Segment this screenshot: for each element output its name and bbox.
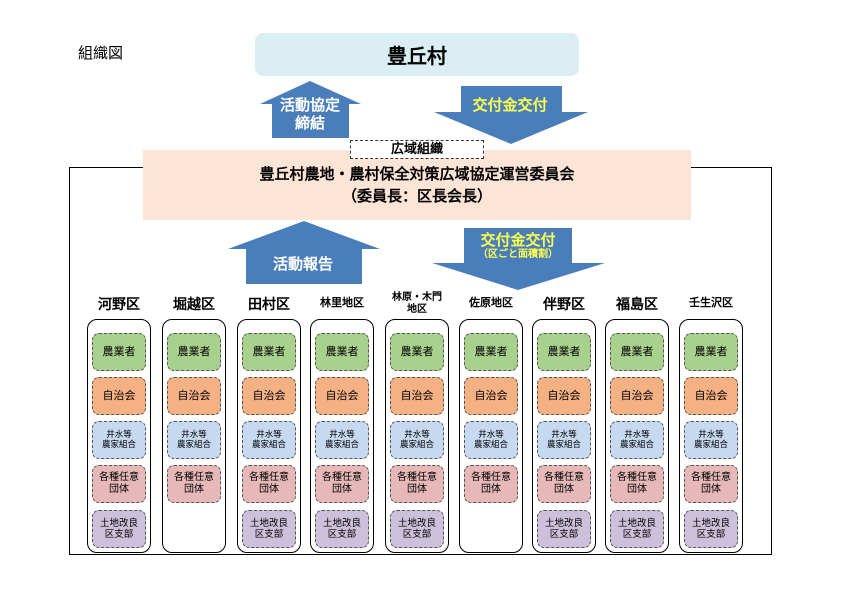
org-box-council: 自治会 (242, 377, 296, 415)
org-box-farmers: 農業者 (537, 333, 591, 371)
district-name: 堀越区 (173, 297, 215, 313)
org-box-farmers: 農業者 (464, 333, 518, 371)
org-box-land: 土地改良 区支部 (92, 510, 146, 548)
org-box-water: 井水等 農家組合 (684, 421, 738, 459)
org-box-groups: 各種任意 団体 (464, 465, 518, 503)
org-box-groups: 各種任意 団体 (610, 465, 664, 503)
org-box-land: 土地改良 区支部 (684, 510, 738, 548)
org-box-farmers: 農業者 (167, 333, 221, 371)
org-box-groups: 各種任意 団体 (242, 465, 296, 503)
up-arrow-agreement (260, 81, 361, 138)
org-box-water: 井水等 農家組合 (92, 421, 146, 459)
district-name: 林原・木門 地区 (392, 292, 442, 315)
org-box-groups: 各種任意 団体 (92, 465, 146, 503)
page-title: 組織図 (78, 44, 124, 62)
org-box-council: 自治会 (92, 377, 146, 415)
district-name: 河野区 (98, 297, 140, 313)
org-box-land: 土地改良 区支部 (242, 510, 296, 548)
grant-district-text: 交付金交付 （区ごと面積割） (478, 231, 558, 260)
org-box-water: 井水等 農家組合 (167, 421, 221, 459)
village-name: 豊丘村 (387, 44, 447, 68)
report-text: 活動報告 (272, 255, 333, 273)
org-box-water: 井水等 農家組合 (315, 421, 369, 459)
org-box-land: 土地改良 区支部 (537, 510, 591, 548)
district-name: 田村区 (248, 297, 290, 313)
org-box-council: 自治会 (684, 377, 738, 415)
org-box-farmers: 農業者 (610, 333, 664, 371)
org-box-council: 自治会 (537, 377, 591, 415)
org-box-farmers: 農業者 (315, 333, 369, 371)
org-box-farmers: 農業者 (92, 333, 146, 371)
district-column: 農業者自治会井水等 農家組合各種任意 団体 (162, 319, 226, 553)
org-box-groups: 各種任意 団体 (167, 465, 221, 503)
org-box-farmers: 農業者 (390, 333, 444, 371)
agreement-text: 活動協定 締結 (279, 96, 340, 132)
committee-box: 豊丘村農地・農村保全対策広域協定運営委員会 （委員長：区長会長） (143, 150, 691, 220)
committee-name: 豊丘村農地・農村保全対策広域協定運営委員会 (259, 164, 575, 183)
district-name: 伴野区 (543, 297, 585, 313)
down-arrow-grant (434, 86, 588, 144)
committee-chair: （委員長：区長会長） (341, 187, 492, 205)
org-box-farmers: 農業者 (684, 333, 738, 371)
grant-top-text: 交付金交付 (472, 96, 548, 114)
org-box-farmers: 農業者 (242, 333, 296, 371)
org-box-water: 井水等 農家組合 (242, 421, 296, 459)
down-arrow-grant-district (432, 228, 605, 290)
org-box-water: 井水等 農家組合 (537, 421, 591, 459)
org-box-groups: 各種任意 団体 (315, 465, 369, 503)
district-column: 農業者自治会井水等 農家組合各種任意 団体土地改良 区支部 (310, 319, 374, 553)
org-box-council: 自治会 (464, 377, 518, 415)
district-column: 農業者自治会井水等 農家組合各種任意 団体土地改良 区支部 (385, 319, 449, 553)
district-name: 佐原地区 (469, 296, 513, 309)
org-box-groups: 各種任意 団体 (390, 465, 444, 503)
org-box-groups: 各種任意 団体 (537, 465, 591, 503)
org-box-water: 井水等 農家組合 (464, 421, 518, 459)
org-box-land: 土地改良 区支部 (610, 510, 664, 548)
district-column: 農業者自治会井水等 農家組合各種任意 団体 (459, 319, 523, 553)
org-box-groups: 各種任意 団体 (684, 465, 738, 503)
org-box-water: 井水等 農家組合 (610, 421, 664, 459)
district-column: 農業者自治会井水等 農家組合各種任意 団体土地改良 区支部 (679, 319, 743, 553)
org-box-council: 自治会 (390, 377, 444, 415)
district-name: 林里地区 (320, 296, 364, 309)
district-name: 壬生沢区 (689, 296, 733, 309)
org-box-water: 井水等 農家組合 (390, 421, 444, 459)
up-arrow-report (228, 221, 380, 284)
wide-area-label: 広域組織 (350, 140, 484, 159)
district-column: 農業者自治会井水等 農家組合各種任意 団体土地改良 区支部 (87, 319, 151, 553)
district-name: 福島区 (616, 297, 658, 313)
org-box-council: 自治会 (610, 377, 664, 415)
district-column: 農業者自治会井水等 農家組合各種任意 団体土地改良 区支部 (237, 319, 301, 553)
org-box-land: 土地改良 区支部 (390, 510, 444, 548)
org-box-council: 自治会 (167, 377, 221, 415)
org-box-council: 自治会 (315, 377, 369, 415)
village-box: 豊丘村 (255, 33, 579, 76)
district-column: 農業者自治会井水等 農家組合各種任意 団体土地改良 区支部 (532, 319, 596, 553)
org-box-land: 土地改良 区支部 (315, 510, 369, 548)
district-column: 農業者自治会井水等 農家組合各種任意 団体土地改良 区支部 (605, 319, 669, 553)
